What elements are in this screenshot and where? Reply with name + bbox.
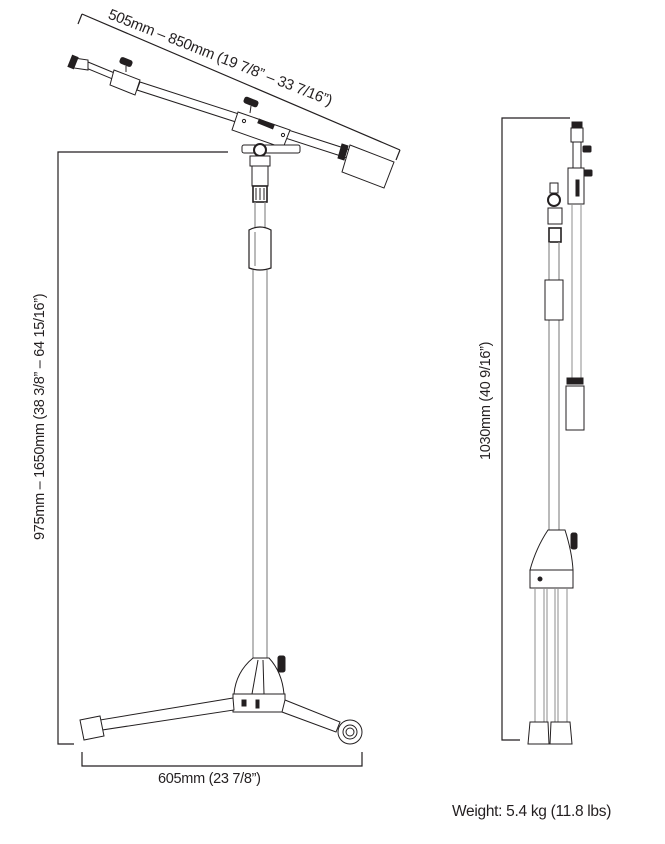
tripod-base — [79, 655, 363, 745]
boom-arm — [67, 54, 395, 189]
folded-height-clutch — [544, 279, 564, 321]
folded-height-label: 1030mm (40 9/16”) — [478, 341, 494, 460]
upper-pole — [254, 202, 266, 228]
main-pole — [252, 270, 268, 658]
folded-height-dimension-line — [501, 117, 570, 741]
weight-label: Weight: 5.4 kg (11.8 lbs) — [452, 803, 612, 820]
stand-height-label: 975mm – 1650mm (38 3/8” – 64 15/16”) — [32, 293, 48, 540]
width-dimension-line — [81, 752, 363, 767]
height-clutch — [248, 226, 272, 271]
folded-base — [527, 529, 578, 745]
height-dimension-line — [57, 151, 228, 745]
swivel-head — [241, 143, 301, 203]
boom-dimension-line — [77, 13, 401, 161]
folded-swivel — [547, 182, 563, 243]
folded-boom — [565, 121, 593, 431]
base-width-label: 605mm (23 7/8”) — [158, 771, 261, 787]
